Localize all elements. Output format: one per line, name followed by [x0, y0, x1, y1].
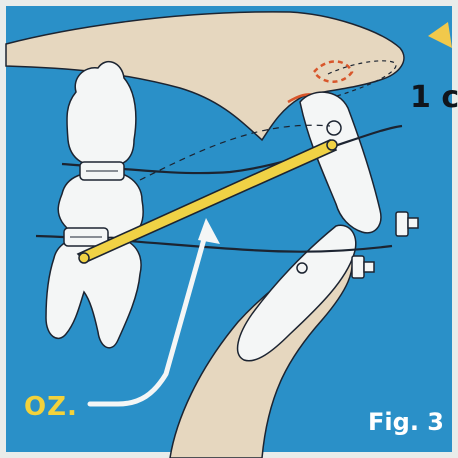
oz-label: OZ. — [24, 392, 78, 422]
top-right-label: 1 c — [410, 80, 458, 115]
molar-tube-upper — [80, 162, 124, 180]
figure-caption: Fig. 3 — [368, 408, 444, 436]
